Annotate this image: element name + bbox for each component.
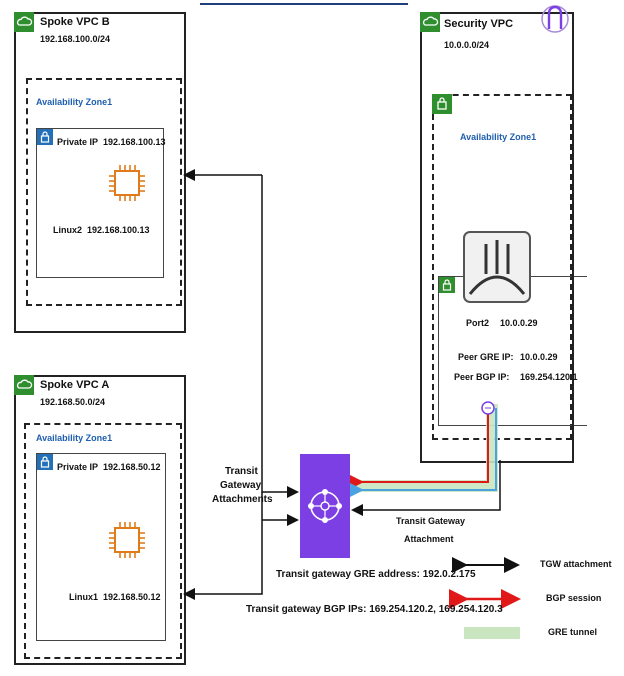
tgw-attachment-line-b xyxy=(261,175,299,498)
legend-bgp-label: BGP session xyxy=(546,593,602,603)
spoke-vpc-b: Spoke VPC B 192.168.100.0/24 Availabilit… xyxy=(14,12,186,333)
private-ip-label: Private IP xyxy=(57,462,99,472)
instance-ip: 192.168.50.12 xyxy=(103,592,161,602)
vpc-cidr: 10.0.0.0/24 xyxy=(444,40,490,50)
az-label: Availability Zone1 xyxy=(36,97,113,107)
port-ip: 10.0.0.29 xyxy=(500,318,538,328)
az-label: Availability Zone1 xyxy=(36,433,113,443)
az-label: Availability Zone1 xyxy=(460,132,537,142)
tgw-attachments-label-1: Transit xyxy=(225,466,258,477)
region-icon xyxy=(432,94,452,114)
security-vpc-right-edge xyxy=(572,12,574,461)
ec2-instance-icon xyxy=(107,163,147,208)
lock-icon xyxy=(37,129,53,145)
purple-logo-icon xyxy=(540,2,570,41)
tgw-attachment-label-1: Transit Gateway xyxy=(396,516,466,526)
peer-gre-ip: 10.0.0.29 xyxy=(520,352,558,362)
private-subnet: Private IP 192.168.50.12 Linux1 192.168.… xyxy=(36,453,166,641)
tgw-gre-address: Transit gateway GRE address: 192.0.2.175 xyxy=(276,569,476,580)
bgp-session-line xyxy=(348,408,489,490)
legend-gre-label: GRE tunnel xyxy=(548,627,597,637)
vpc-cidr: 192.168.100.0/24 xyxy=(40,34,111,44)
peer-bgp-ip: 169.254.120.1 xyxy=(520,372,578,382)
availability-zone: Availability Zone1 Private IP 192.168.50… xyxy=(24,423,182,659)
tgw-attachments-label-3: Attachments xyxy=(212,494,273,505)
tgw-attachment-line-security xyxy=(351,460,501,516)
instance-name: Linux2 xyxy=(53,225,83,235)
top-rule xyxy=(200,3,408,5)
gre-tunnel-band xyxy=(356,404,498,492)
instance-ip: 192.168.100.13 xyxy=(87,225,150,235)
availability-zone: Availability Zone1 Private IP 192.168.10… xyxy=(26,78,182,306)
instance-name: Linux1 xyxy=(69,592,99,602)
peer-gre-label: Peer GRE IP: xyxy=(458,352,514,362)
tgw-bgp-ips: Transit gateway BGP IPs: 169.254.120.2, … xyxy=(246,604,503,615)
tgw-attachment-line-a xyxy=(183,492,263,600)
blue-link-line xyxy=(348,408,497,498)
vpc-cloud-icon xyxy=(420,12,440,32)
transit-gateway-icon xyxy=(300,454,350,558)
spoke-vpc-a: Spoke VPC A 192.168.50.0/24 Availability… xyxy=(14,375,186,665)
vpc-title: Spoke VPC B xyxy=(40,16,110,28)
port-label: Port2 xyxy=(466,318,490,328)
lock-icon xyxy=(439,277,455,293)
private-ip-label: Private IP xyxy=(57,137,99,147)
vpc-title: Spoke VPC A xyxy=(40,379,110,391)
private-ip-value: 192.168.100.13 xyxy=(103,137,166,147)
vpc-title: Security VPC xyxy=(444,18,514,30)
ec2-instance-icon xyxy=(107,520,147,565)
tgw-attachments-label-2: Gateway xyxy=(220,480,262,491)
firewall-appliance-icon xyxy=(462,230,532,309)
legend-gre-swatch xyxy=(464,627,520,639)
peer-bgp-label: Peer BGP IP: xyxy=(454,372,510,382)
vpc-cloud-icon xyxy=(14,375,34,395)
vpc-cidr: 192.168.50.0/24 xyxy=(40,397,106,407)
tgw-attachment-label-2: Attachment xyxy=(404,534,454,544)
private-subnet: Private IP 192.168.100.13 Linux2 192.168… xyxy=(36,128,166,278)
lock-icon xyxy=(37,454,53,470)
private-ip-value: 192.168.50.12 xyxy=(103,462,161,472)
legend-tgw-label: TGW attachment xyxy=(540,559,612,569)
vpc-cloud-icon xyxy=(14,12,34,32)
